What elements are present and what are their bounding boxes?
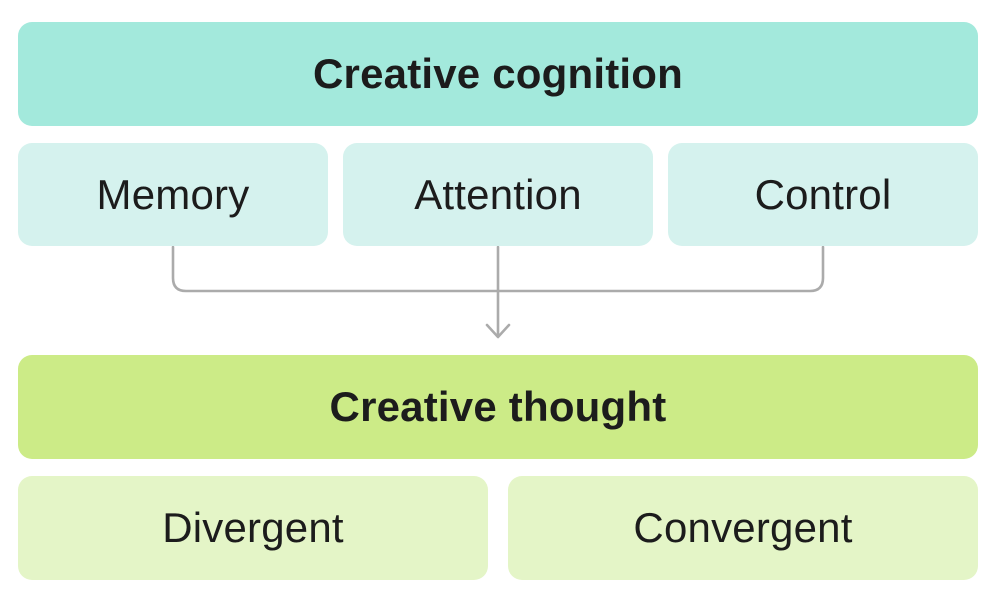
header-creative-thought-label: Creative thought (329, 383, 667, 430)
node-attention-label: Attention (414, 170, 582, 218)
node-divergent-label: Divergent (162, 504, 344, 551)
connector-bracket-line (171, 245, 825, 293)
node-memory: Memory (18, 143, 328, 246)
node-attention: Attention (343, 143, 653, 246)
header-creative-cognition: Creative cognition (18, 22, 978, 126)
node-convergent-label: Convergent (633, 504, 853, 551)
node-control: Control (668, 143, 978, 246)
header-creative-cognition-label: Creative cognition (313, 50, 683, 97)
node-divergent: Divergent (18, 476, 488, 580)
node-convergent: Convergent (508, 476, 978, 580)
node-memory-label: Memory (96, 170, 250, 218)
arrow-down-icon (485, 323, 511, 339)
header-creative-thought: Creative thought (18, 355, 978, 459)
node-control-label: Control (754, 170, 892, 218)
